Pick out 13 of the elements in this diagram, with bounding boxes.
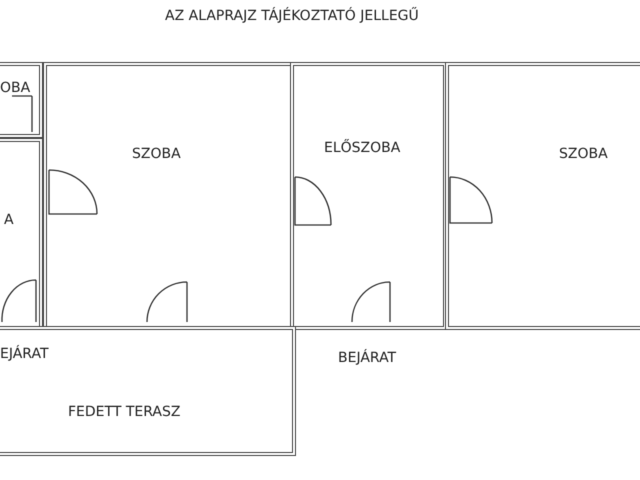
room-label: A — [4, 212, 14, 228]
room-label: FEDETT TERASZ — [68, 404, 180, 420]
room-outline — [445, 62, 640, 330]
area-label: EJÁRAT — [0, 346, 49, 362]
room-outline — [0, 62, 43, 138]
room-outline — [0, 326, 296, 456]
room-label: SZOBA — [559, 146, 608, 162]
plan-title: AZ ALAPRAJZ TÁJÉKOZTATÓ JELLEGŰ — [165, 8, 419, 24]
room-outline — [290, 62, 447, 330]
area-label: BEJÁRAT — [338, 350, 396, 366]
room-label: OBA — [0, 80, 30, 96]
room-label: ELŐSZOBA — [324, 140, 400, 156]
room-label: SZOBA — [132, 146, 181, 162]
